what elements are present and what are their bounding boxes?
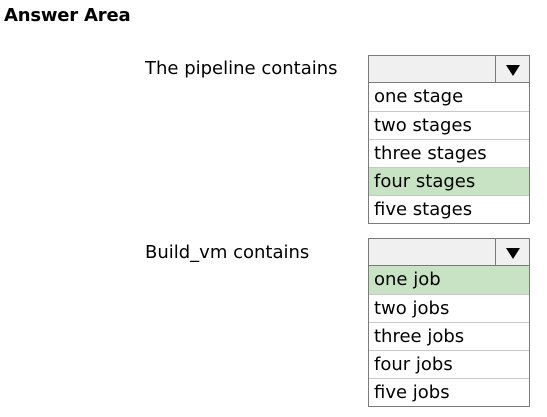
build-vm-jobs-dropdown[interactable]: one job two jobs three jobs four jobs fi…: [368, 238, 530, 407]
question-label-pipeline: The pipeline contains: [145, 58, 338, 79]
option-five-stages[interactable]: five stages: [369, 195, 529, 223]
option-one-stage[interactable]: one stage: [374, 86, 464, 107]
option-two-jobs[interactable]: two jobs: [369, 294, 529, 322]
pipeline-stages-dropdown[interactable]: one stage two stages three stages four s…: [368, 55, 530, 224]
dropdown-button[interactable]: [495, 56, 529, 82]
dropdown-header[interactable]: [368, 55, 530, 83]
option-one-job[interactable]: one job: [369, 266, 529, 294]
dropdown-options: one job two jobs three jobs four jobs fi…: [368, 266, 530, 407]
chevron-down-icon: [506, 65, 520, 76]
dropdown-options: one stage two stages three stages four s…: [368, 83, 530, 224]
option-four-jobs[interactable]: four jobs: [369, 350, 529, 378]
option-two-stages[interactable]: two stages: [369, 111, 529, 139]
dropdown-header[interactable]: [368, 238, 530, 266]
option-three-stages[interactable]: three stages: [369, 139, 529, 167]
dropdown-button[interactable]: [495, 239, 529, 265]
option-five-jobs[interactable]: five jobs: [369, 378, 529, 406]
question-label-build-vm: Build_vm contains: [145, 242, 310, 263]
chevron-down-icon: [506, 248, 520, 259]
option-four-stages[interactable]: four stages: [369, 167, 529, 195]
option-three-jobs[interactable]: three jobs: [369, 322, 529, 350]
answer-area-title: Answer Area: [4, 5, 131, 26]
